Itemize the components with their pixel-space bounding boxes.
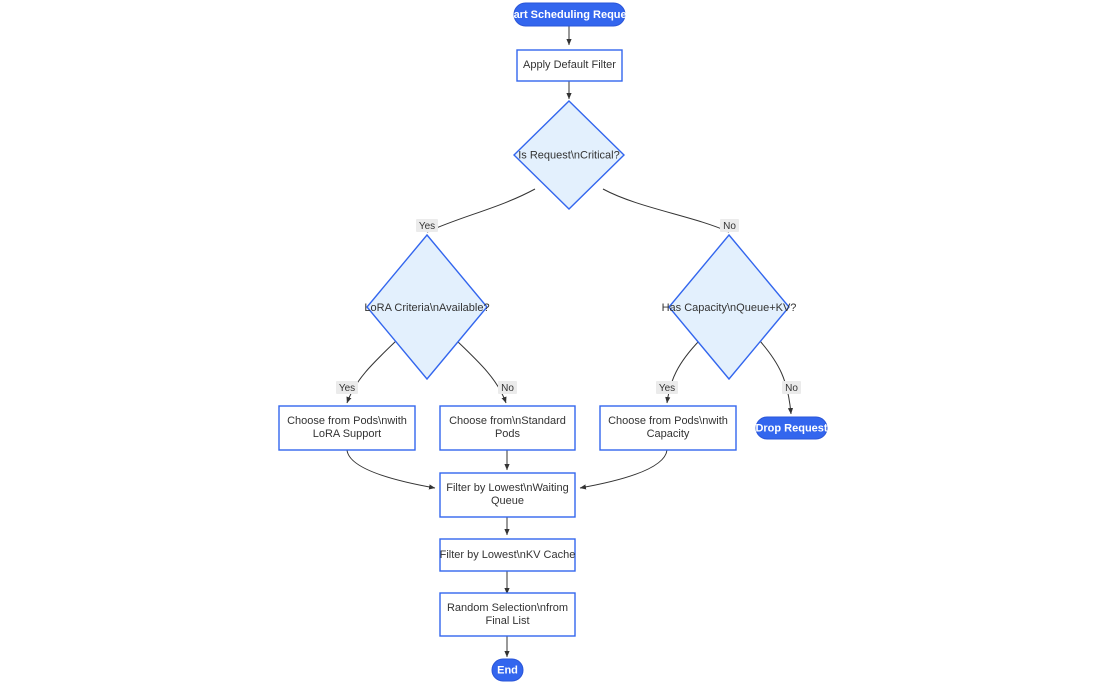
node-label: LoRA Criteria\nAvailable? [364, 302, 489, 314]
node-label: Random Selection\nfrom [447, 602, 568, 614]
edge-lora-lorapods [346, 340, 397, 404]
node-label: Apply Default Filter [523, 59, 616, 71]
node-choose-pods-lora-support[interactable]: Choose from Pods\nwith LoRA Support [278, 405, 416, 451]
node-choose-pods-capacity[interactable]: Choose from Pods\nwith Capacity [599, 405, 737, 451]
edge-label-text: No [723, 221, 736, 232]
edge-capacity-cappods [665, 340, 700, 404]
node-apply-default-filter[interactable]: Apply Default Filter [516, 49, 623, 82]
node-label: Filter by Lowest\nKV Cache [440, 549, 576, 561]
node-label-line2: Capacity [647, 428, 690, 440]
node-is-request-critical[interactable]: Is Request\nCritical? [513, 100, 625, 210]
node-filter-kv-cache[interactable]: Filter by Lowest\nKV Cache [439, 538, 576, 572]
node-random-selection[interactable]: Random Selection\nfrom Final List [439, 592, 576, 637]
node-label-line2: Final List [485, 615, 529, 627]
edge-label-lora-yes: Yes [336, 381, 358, 394]
edge-label-capacity-yes: Yes [656, 381, 678, 394]
nodes-layer: Start Scheduling Request Apply Default F… [278, 2, 828, 682]
node-has-capacity-queue-kv[interactable]: Has Capacity\nQueue+KV? [662, 233, 797, 381]
node-label-line2: Pods [495, 428, 521, 440]
node-label: Has Capacity\nQueue+KV? [662, 302, 797, 314]
node-label: Is Request\nCritical? [518, 149, 620, 161]
edge-lora-stdpods [456, 340, 507, 404]
node-label: Choose from\nStandard [449, 415, 566, 427]
node-lora-criteria-available[interactable]: LoRA Criteria\nAvailable? [364, 233, 490, 381]
edge-lorapods-waitqueue [346, 449, 436, 490]
edge-label-lora-no: No [498, 381, 517, 394]
node-drop-request[interactable]: Drop Request [755, 416, 828, 440]
node-label: Choose from Pods\nwith [608, 415, 728, 427]
edge-capacity-drop [759, 340, 794, 415]
node-label: Filter by Lowest\nWaiting [446, 482, 568, 494]
node-end[interactable]: End [491, 658, 524, 682]
edge-label-capacity-no: No [782, 381, 801, 394]
edge-cappods-waitqueue [579, 449, 668, 490]
node-label: End [497, 664, 518, 676]
node-label-line2: Queue [491, 495, 524, 507]
node-choose-standard-pods[interactable]: Choose from\nStandard Pods [439, 405, 576, 451]
edge-label-text: No [785, 383, 798, 394]
edges-layer [346, 26, 794, 658]
node-filter-waiting-queue[interactable]: Filter by Lowest\nWaiting Queue [439, 472, 576, 518]
node-label: Start Scheduling Request [503, 9, 637, 21]
edge-label-critical-no: No [720, 219, 739, 232]
edge-labels-layer: Yes No Yes No Yes No [336, 219, 801, 394]
edge-label-text: Yes [659, 383, 675, 394]
edge-label-text: No [501, 383, 514, 394]
edge-label-text: Yes [419, 221, 435, 232]
node-label-line2: LoRA Support [313, 428, 382, 440]
node-label: Choose from Pods\nwith [287, 415, 407, 427]
edge-critical-capacity [602, 188, 730, 233]
node-start[interactable]: Start Scheduling Request [503, 2, 637, 27]
edge-critical-lora [426, 188, 536, 233]
edge-label-text: Yes [339, 383, 355, 394]
edge-label-critical-yes: Yes [416, 219, 438, 232]
node-label: Drop Request [755, 422, 827, 434]
